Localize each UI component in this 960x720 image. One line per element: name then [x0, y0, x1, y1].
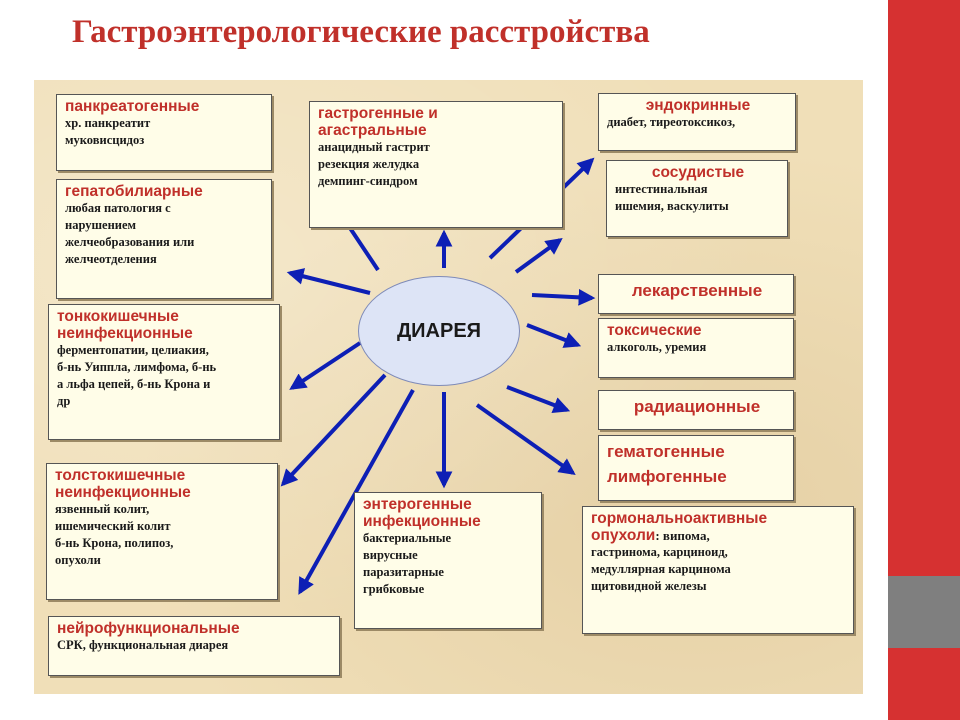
arrow-to-drug [531, 288, 596, 306]
decor-stripe-middle [888, 576, 960, 648]
vascular-heading-0: сосудистые [651, 164, 745, 181]
entero-line-0: бактериальные [363, 531, 452, 545]
arrow-to-radiation [506, 385, 571, 414]
arrow-to-small-intestinal [289, 341, 362, 390]
small_int-line-0: ферментопатии, целиакия, [57, 343, 209, 357]
hemato-heading-1: лимфогенные [607, 467, 727, 486]
slide-title: Гастроэнтерологические расстройства [72, 14, 650, 50]
tumors-inline-note: : випома, [655, 528, 710, 543]
tumors-line-0: гастринома, карциноид, [591, 545, 728, 559]
hepatobiliary-heading-0: гепатобилиарные [65, 183, 203, 200]
entero-line-3: грибковые [363, 582, 425, 596]
small_int-heading-0: тонкокишечные [57, 308, 179, 325]
neuro-line-0: СРК, функциональная диарея [57, 638, 229, 652]
hepatobiliary-line-1: нарушением [65, 218, 137, 232]
small_int-line-1: б-нь Уиппла, лимфома, б-нь [57, 360, 217, 374]
large_int-heading-0: толстокишечные [55, 467, 186, 484]
gastro-heading-0: гастрогенные и [318, 105, 438, 122]
large_int-line-3: опухоли [55, 553, 101, 567]
hepatobiliary-line-2: желчеобразования или [65, 235, 195, 249]
arrow-to-large-intestinal [280, 373, 387, 487]
small_int-heading-1: неинфекционные [57, 325, 193, 342]
large_int-line-0: язвенный колит, [55, 502, 150, 516]
endocrine-line-0: диабет, тиреотоксикоз, [607, 115, 736, 129]
arrow-to-hepatobiliary [286, 268, 371, 295]
entero-line-1: вирусные [363, 548, 418, 562]
box-hematogenic: гематогенные лимфогенные [598, 435, 794, 501]
gastro-line-1: резекция желудка [318, 157, 420, 171]
arrow-to-neurofunctional [298, 389, 415, 595]
small_int-line-2: а льфа цепей, б-нь Крона и [57, 377, 211, 391]
tumors-heading-0: гормональноактивные [591, 510, 768, 527]
arrow-to-vascular [514, 238, 563, 274]
decor-stripe-top [888, 0, 960, 576]
tumors-line-1: медуллярная карцинома [591, 562, 731, 576]
pancreato-heading-0: панкреатогенные [65, 98, 200, 115]
entero-line-2: паразитарные [363, 565, 444, 579]
pancreato-line-1: муковисцидоз [65, 133, 145, 147]
hepatobiliary-line-0: любая патология с [65, 201, 171, 215]
neuro-heading-0: нейрофункциональные [57, 620, 240, 637]
drug-heading-0: лекарственные [631, 281, 763, 300]
box-radiation: радиационные [598, 390, 794, 430]
vascular-line-0: интестинальная [615, 182, 708, 196]
pancreato-line-0: хр. панкреатит [65, 116, 151, 130]
radiation-heading-0: радиационные [633, 397, 761, 416]
large_int-line-2: б-нь Крона, полипоз, [55, 536, 174, 550]
large_int-line-1: ишемический колит [55, 519, 171, 533]
toxic-heading-0: токсические [607, 322, 702, 339]
arrow-to-toxic [526, 323, 582, 348]
decor-stripe-bottom [888, 648, 960, 720]
center-node-diarrhea: ДИАРЕЯ [358, 276, 520, 386]
tumors-line-2: щитовидной железы [591, 579, 707, 593]
endocrine-heading-0: эндокринные [645, 97, 751, 114]
small_int-line-3: др [57, 394, 71, 408]
box-drug: лекарственные [598, 274, 794, 314]
entero-heading-0: энтерогенные [363, 496, 472, 513]
large_int-heading-1: неинфекционные [55, 484, 191, 501]
toxic-line-0: алкоголь, уремия [607, 340, 707, 354]
gastro-line-0: анацидный гастрит [318, 140, 430, 154]
hemato-heading-0: гематогенные [607, 442, 725, 461]
gastro-heading-1: агастральные [318, 122, 427, 139]
arrow-to-hematogenic [475, 403, 576, 475]
gastro-line-2: демпинг-синдром [318, 174, 418, 188]
tumors-heading-1: опухоли: випома, [591, 527, 710, 544]
entero-heading-1: инфекционные [363, 513, 481, 530]
vascular-line-1: ишемия, васкулиты [615, 199, 729, 213]
hepatobiliary-line-3: желчеотделения [65, 252, 157, 266]
